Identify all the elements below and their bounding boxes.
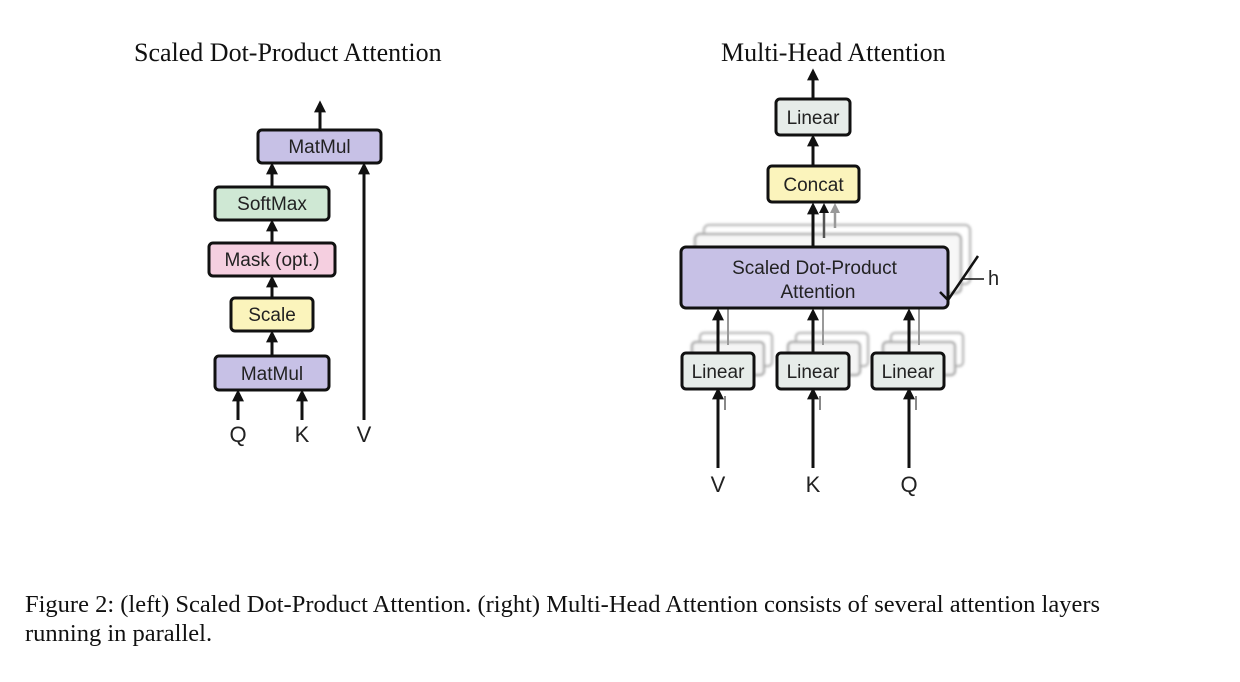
sdpa-label-line2: Attention: [781, 282, 856, 303]
linear-v-block: [680, 351, 756, 391]
linear-k-label: Linear: [787, 362, 840, 383]
left-input-v: V: [357, 422, 372, 447]
scale-block: [229, 296, 315, 333]
heads-brace: [939, 255, 980, 302]
concat-label: Concat: [783, 175, 844, 196]
right-input-k: K: [806, 472, 821, 497]
softmax-block: [213, 185, 331, 222]
softmax-label: SoftMax: [237, 194, 307, 215]
linear-k-block: [775, 351, 851, 391]
left-input-q: Q: [229, 422, 246, 447]
right-input-v: V: [711, 472, 726, 497]
linear-q-block: [870, 351, 946, 391]
sdpa-label-line1: Scaled Dot-Product: [732, 258, 897, 279]
matmul-top-label: MatMul: [288, 137, 350, 158]
matmul-bottom-label: MatMul: [241, 364, 303, 385]
right-diagram: Linear Concat Scaled Dot-Product Attenti…: [679, 68, 999, 497]
sdpa-block: [679, 245, 950, 310]
right-input-q: Q: [900, 472, 917, 497]
left-diagram-title: Scaled Dot-Product Attention: [134, 38, 442, 67]
mask-label: Mask (opt.): [224, 250, 319, 271]
linear-v-label: Linear: [692, 362, 745, 383]
linear-top-block: [774, 97, 852, 137]
linear-q-label: Linear: [882, 362, 935, 383]
matmul-bottom-block: [213, 354, 331, 392]
matmul-top-block: [256, 128, 383, 165]
linear-top-label: Linear: [787, 108, 840, 129]
concat-block: [766, 164, 861, 204]
scale-label: Scale: [248, 305, 296, 326]
left-diagram: MatMul SoftMax Mask (opt.) Scale MatMul …: [207, 100, 383, 447]
left-input-k: K: [295, 422, 310, 447]
right-diagram-title: Multi-Head Attention: [721, 38, 946, 67]
heads-label: h: [988, 268, 999, 290]
figure-caption: Figure 2: (left) Scaled Dot-Product Atte…: [25, 591, 1101, 647]
mask-block: [207, 241, 337, 278]
